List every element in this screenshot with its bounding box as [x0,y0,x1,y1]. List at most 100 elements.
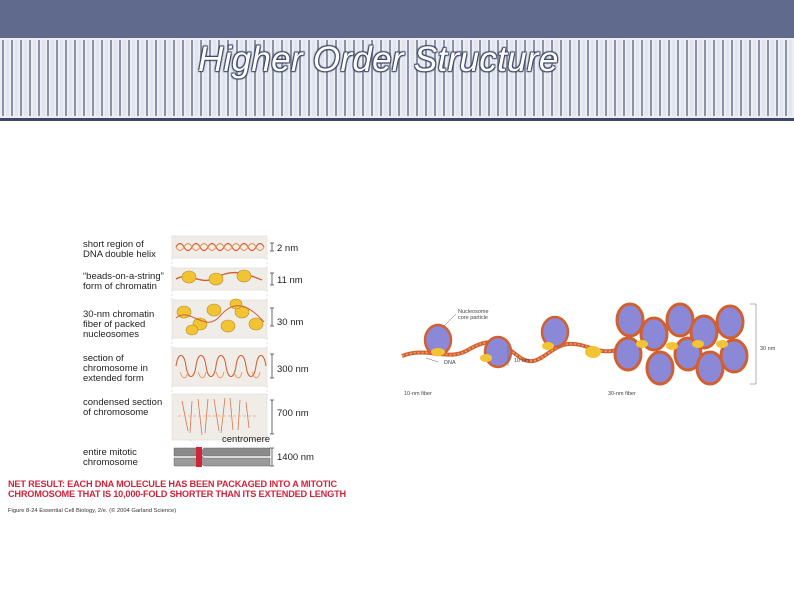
header-stripe [11,40,13,116]
header-stripe [258,40,261,116]
header-stripe [479,40,481,116]
header-stripe [335,40,337,116]
header-stripe [483,40,486,116]
header-stripe [546,40,549,116]
stage-label-line: extended form [83,373,144,384]
header-stripe [344,40,346,116]
header-stripe [582,40,585,116]
stage-label-line: nucleosomes [83,329,139,340]
header-stripe [132,40,135,116]
header-stripe [227,40,229,116]
header-stripe [744,40,747,116]
header-stripe [87,40,90,116]
header-stripe [560,40,562,116]
header-stripe [407,40,409,116]
header-stripe [600,40,603,116]
header-stripe [537,40,540,116]
stage-label-mitotic: entire mitotic chromosome [83,448,138,468]
header-stripe [762,40,765,116]
header-stripe [429,40,432,116]
stage-label-line: entire mitotic [83,447,137,458]
header-stripe [758,40,760,116]
header-stripe [362,40,364,116]
stage-label-30nm: 30-nm chromatin fiber of packed nucleoso… [83,310,154,340]
header-stripe [33,40,36,116]
header-stripe [105,40,108,116]
header-stripe [389,40,391,116]
header-stripe [146,40,148,116]
header-stripe [267,40,270,116]
size-label-11nm: 11 nm [277,275,303,286]
header-stripe [465,40,468,116]
header-stripe [47,40,49,116]
header-stripe [321,40,324,116]
size-label-700nm: 700 nm [277,408,309,419]
header-stripe [434,40,436,116]
stage-label-line: fiber of packed [83,319,146,330]
header-stripe [713,40,715,116]
stage-label-line: 30-nm chromatin [83,309,155,320]
header-stripe [609,40,612,116]
dna-double-helix [175,242,265,252]
header-stripe [218,40,220,116]
header-stripe [110,40,112,116]
header-stripe [137,40,139,116]
header-stripe [699,40,702,116]
header-stripe [2,40,4,116]
header-stripe [393,40,396,116]
header-stripe [416,40,418,116]
header-stripe [425,40,427,116]
header-stripe [470,40,472,116]
header-stripe [753,40,756,116]
mitotic-chromosome [173,447,271,467]
header-stripe [182,40,184,116]
stage-label-line: section of [83,353,124,364]
header-stripe [645,40,648,116]
nucleosome-beads [423,315,601,369]
header-stripe [740,40,742,116]
header-stripe [150,40,153,116]
header-stripe [240,40,243,116]
header-stripe [695,40,697,116]
header-stripe [605,40,607,116]
header-stripe [294,40,297,116]
header-stripe [195,40,198,116]
header-stripe [686,40,688,116]
header-stripe [618,40,621,116]
header-decoration [0,0,794,130]
header-stripe [497,40,499,116]
header-stripe [659,40,661,116]
header-stripe [438,40,441,116]
header-stripe [83,40,85,116]
stage-label-condensed: condensed section of chromosome [83,398,162,418]
header-stripe [443,40,445,116]
header-stripe [542,40,544,116]
header-stripe [677,40,679,116]
header-stripe [78,40,81,116]
header-stripe [15,40,18,116]
header-stripe [141,40,144,116]
stage-label-beads: “beads-on-a-string” form of chromatin [83,272,164,292]
header-stripe [569,40,571,116]
header-stripe [209,40,211,116]
header-stripe [398,40,400,116]
header-stripe [785,40,787,116]
dna-label: DNA [444,360,456,366]
header-stripe [722,40,724,116]
thirty-nm-fiber [175,298,265,336]
header-stripe [767,40,769,116]
header-stripe [177,40,180,116]
header-stripe [726,40,729,116]
header-stripe [591,40,594,116]
header-stripe [308,40,310,116]
stage-label-extended: section of chromosome in extended form [83,354,148,384]
header-stripe [56,40,58,116]
header-stripe [123,40,126,116]
stage-label-line: “beads-on-a-string” [83,271,164,282]
extended-chromosome [175,355,267,379]
header-stripe [564,40,567,116]
header-stripe [614,40,616,116]
linker-histones [636,340,728,350]
header-stripe [474,40,477,116]
packing-illustration [171,235,274,467]
